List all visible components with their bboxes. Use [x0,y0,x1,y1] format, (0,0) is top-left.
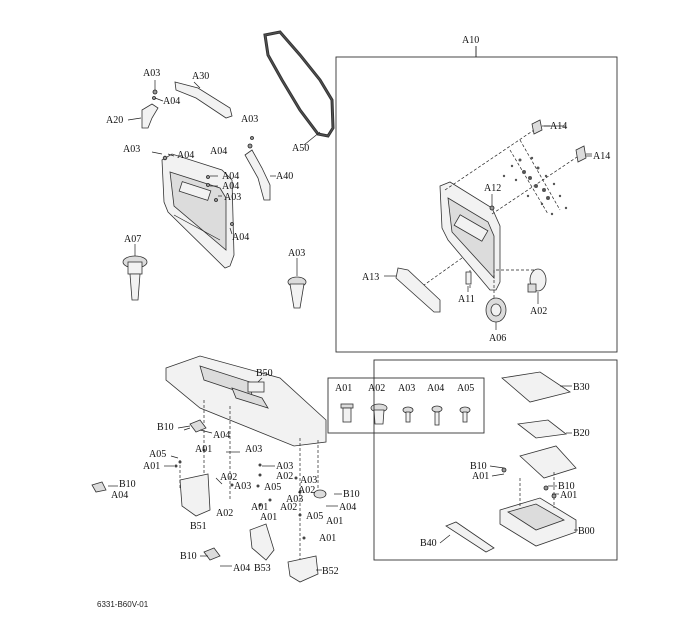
callout-a02-3: A02 [298,485,315,496]
callout-a03-10: A03 [300,475,317,486]
callout-b10-3: B10 [119,479,136,490]
callout-a13: A13 [362,272,379,283]
drawing-code: 6331-B60V-01 [97,600,149,609]
callout-a50: A50 [292,143,309,154]
callout-a03-3: A03 [123,144,140,155]
callout-b00: B00 [578,526,595,537]
knob-a03 [287,276,307,309]
callout-a03-9: A03 [234,481,251,492]
callout-b52: B52 [322,566,339,577]
callout-a14-a: A14 [550,121,567,132]
callout-a04-4: A04 [222,171,239,182]
callout-a10: A10 [462,35,479,46]
callout-a03-7: A03 [245,444,262,455]
legend-header-a05: A05 [457,383,474,394]
legend-header-a04: A04 [427,383,444,394]
mat-b30 [501,371,571,403]
callout-a02-1: A02 [220,472,237,483]
callout-b10-1: B10 [157,422,174,433]
assembly-box-a10 [335,56,618,353]
callout-b10-5: B10 [470,461,487,472]
callout-a04-9: A04 [233,563,250,574]
handle-a13 [395,267,441,313]
callout-b30: B30 [573,382,590,393]
callout-b10-2: B10 [343,489,360,500]
callout-a02-5: A02 [216,508,233,519]
callout-a04-3: A04 [177,150,194,161]
callout-a04-1: A04 [163,96,180,107]
callout-a02: A02 [530,306,547,317]
legend-header-a01: A01 [335,383,352,394]
bracket-b52 [287,555,319,583]
grip-a30 [174,81,233,119]
callout-a04-7: A04 [339,502,356,513]
legend-header-a03: A03 [398,383,415,394]
bracket-b53 [249,523,275,561]
callout-a01-3: A01 [251,502,268,513]
strip-b40 [445,521,495,553]
callout-a04-6: A04 [213,430,230,441]
callout-a01-2: A01 [143,461,160,472]
callout-a03-5: A04 [232,232,249,243]
callout-a04-2: A04 [210,146,227,157]
bracket-b51 [179,473,211,517]
callout-a02-2: A02 [276,471,293,482]
callout-a06: A06 [489,333,506,344]
callout-b53: B53 [254,563,271,574]
legend-screws [340,403,471,426]
knob-a07 [122,255,148,301]
legend-header-a02: A02 [368,383,385,394]
strip-a40 [244,149,271,201]
assembly-box-b [373,359,618,561]
callout-a01-8: A01 [560,490,577,501]
callout-a14-b: A14 [593,151,610,162]
callout-a12: A12 [484,183,501,194]
callout-a04-8: A04 [111,490,128,501]
callout-a01-6: A01 [319,533,336,544]
callout-a03-4: A04 [222,181,239,192]
callout-a03-11: A03 [286,494,303,505]
callout-a11: A11 [458,294,475,305]
callout-b51: B51 [190,521,207,532]
callout-a05-2: A05 [264,482,281,493]
callout-a03-1: A03 [143,68,160,79]
callout-b40: B40 [420,538,437,549]
callout-labels: A10 A14 A14 A12 A13 A11 A06 A02 A03 A30 … [106,35,610,577]
callout-b10-6: B10 [558,481,575,492]
callout-a03-2: A03 [241,114,258,125]
callout-a05-3: A05 [306,511,323,522]
callout-b20: B20 [573,428,590,439]
callout-a02-4: A02 [280,502,297,513]
callout-a04-5: A03 [224,192,241,203]
callout-a20: A20 [106,115,123,126]
mat-b20 [517,419,567,439]
bracket-a20 [141,103,159,129]
callout-a03-8: A03 [276,461,293,472]
callout-a40: A40 [276,171,293,182]
callout-a05-1: A05 [149,449,166,460]
callout-a03-6: A03 [288,248,305,259]
callout-a01-1: A01 [195,444,212,455]
callout-b50: B50 [256,368,273,379]
legend-box [327,377,485,434]
callout-b10-4: B10 [180,551,197,562]
callout-a01-7: A01 [472,471,489,482]
callout-a01-4: A01 [260,512,277,523]
callout-a30: A30 [192,71,209,82]
callout-a07: A07 [124,234,141,245]
callout-a01-5: A01 [326,516,343,527]
